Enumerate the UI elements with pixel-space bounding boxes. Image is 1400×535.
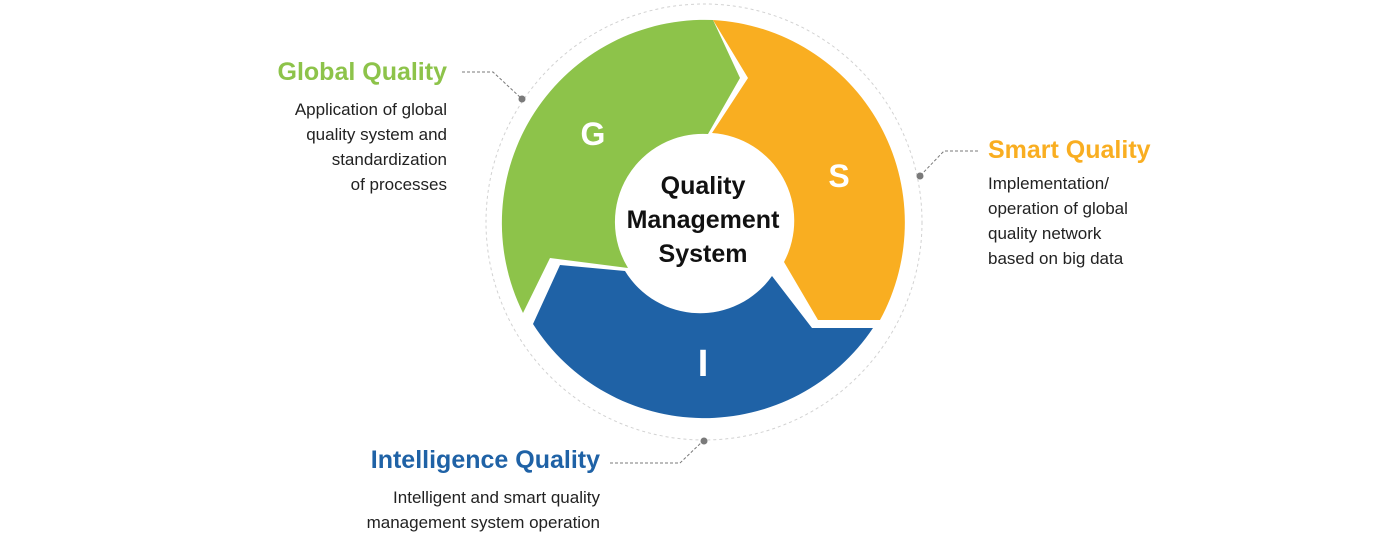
global-quality-desc-line: Application of global (294, 100, 447, 119)
segment-intelligence (533, 265, 873, 419)
global-quality-desc-line: of processes (350, 175, 447, 194)
intelligence-quality-desc-line: Intelligent and smart quality (393, 488, 600, 507)
center-title-line3: System (659, 240, 748, 268)
smart-quality-desc-line: based on big data (988, 249, 1124, 268)
smart-quality-title: Smart Quality (988, 136, 1151, 164)
global-quality-description: Application of global quality system and… (278, 97, 447, 197)
global-quality-block: Global Quality Application of global qua… (278, 57, 447, 197)
center-circle (618, 136, 790, 308)
connector-dot-global (518, 95, 526, 103)
connector-dot-smart (916, 172, 924, 180)
segment-global (501, 19, 740, 314)
global-quality-title: Global Quality (277, 58, 447, 86)
center-title-line1: Quality (661, 172, 746, 200)
connector-intelligence (610, 439, 705, 464)
intelligence-quality-desc-line: management system operation (366, 513, 600, 532)
smart-quality-desc-line: quality network (988, 224, 1102, 243)
connector-dot-intelligence (700, 437, 708, 445)
global-quality-desc-line: quality system and (306, 125, 447, 144)
smart-quality-block: Smart Quality Implementation/ operation … (988, 135, 1151, 271)
connector-smart (919, 150, 978, 177)
smart-quality-description: Implementation/ operation of global qual… (988, 171, 1151, 271)
intelligence-quality-description: Intelligent and smart quality management… (367, 485, 600, 535)
segment-letter-g: G (581, 116, 606, 152)
connector-global (462, 71, 523, 100)
segment-letter-s: S (828, 158, 849, 194)
segment-smart (712, 20, 905, 320)
global-quality-desc-line: standardization (331, 150, 447, 169)
intelligence-quality-title: Intelligence Quality (370, 446, 600, 474)
center-title-line2: Management (627, 206, 780, 234)
intelligence-quality-block: Intelligence Quality Intelligent and sma… (367, 445, 600, 535)
smart-quality-desc-line: operation of global (988, 199, 1128, 218)
smart-quality-desc-line: Implementation/ (988, 174, 1109, 193)
segment-letter-i: I (698, 343, 709, 385)
